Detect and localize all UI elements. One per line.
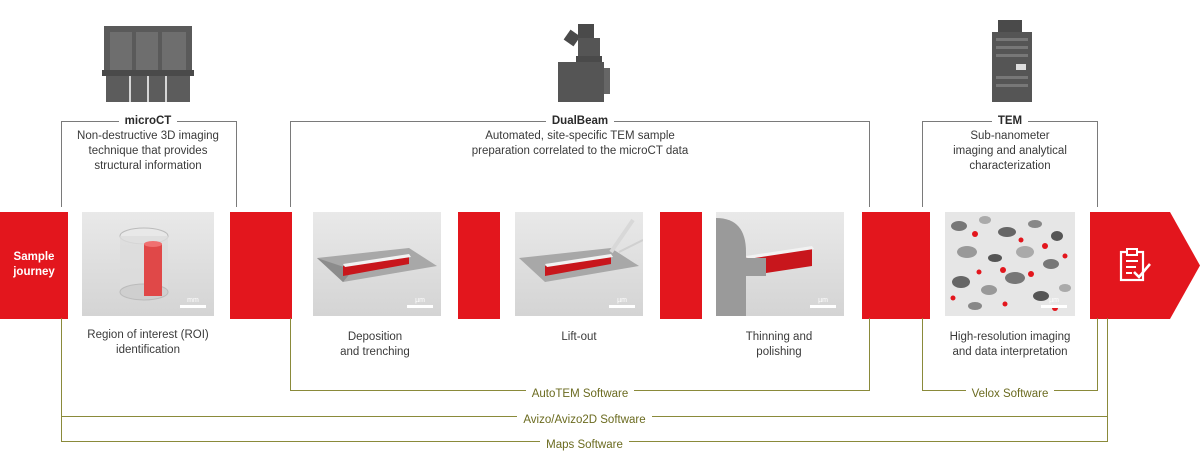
journey-label-line: journey — [13, 266, 55, 278]
step-caption-line: Thinning and — [745, 331, 813, 343]
trench-icon — [317, 248, 437, 282]
step-caption: Thinning and polishing — [704, 330, 854, 360]
step-caption: Lift-out — [504, 330, 654, 345]
step-caption-line: identification — [116, 344, 180, 356]
step-caption-line: Deposition — [347, 331, 403, 343]
step-caption-line: Region of interest (ROI) — [87, 329, 209, 341]
journey-label-line: Sample — [13, 251, 55, 263]
microct-title: microCT — [118, 114, 178, 129]
dualbeam-line: preparation correlated to the microCT da… — [471, 145, 689, 157]
scale-unit: mm — [187, 297, 199, 304]
avizo-label-wrap: Avizo/Avizo2D Software — [61, 410, 1108, 428]
velox-software-label: Velox Software — [965, 388, 1055, 400]
journey-start-segment — [0, 212, 68, 319]
maps-software-label: Maps Software — [540, 439, 629, 451]
scale-unit: µm — [1049, 297, 1059, 304]
step-caption-line: Lift-out — [561, 331, 597, 343]
step-caption-line: polishing — [756, 346, 802, 358]
lift-out-image: µm — [515, 212, 644, 316]
microct-description: microCT Non-destructive 3D imaging techn… — [60, 114, 236, 174]
cylinder-sample-icon — [119, 227, 169, 301]
journey-segment — [862, 212, 930, 319]
tem-line: imaging and analytical — [953, 145, 1067, 157]
thinning-polishing-image: µm — [716, 212, 844, 316]
step-caption: High-resolution imaging and data interpr… — [920, 330, 1100, 360]
deposition-trenching-image: µm — [313, 212, 441, 316]
autotem-software-label: AutoTEM Software — [525, 388, 635, 400]
dualbeam-instrument-icon — [558, 24, 610, 102]
velox-label-wrap: Velox Software — [922, 384, 1098, 402]
scale-bar: µm — [609, 297, 635, 308]
tem-title: TEM — [991, 114, 1029, 129]
scale-unit: µm — [617, 297, 627, 304]
avizo-software-label: Avizo/Avizo2D Software — [517, 414, 652, 426]
microct-instrument-icon — [102, 26, 194, 102]
tem-description: TEM Sub-nanometer imaging and analytical… — [922, 114, 1098, 174]
step-caption-line: and data interpretation — [952, 346, 1068, 358]
scale-unit: µm — [818, 297, 828, 304]
step-caption-line: High-resolution imaging — [949, 331, 1071, 343]
roi-identification-image: mm — [82, 212, 214, 316]
step-caption: Region of interest (ROI) identification — [62, 328, 234, 358]
autotem-label-wrap: AutoTEM Software — [290, 384, 870, 402]
microct-line: structural information — [94, 160, 202, 172]
journey-end-arrow — [1090, 212, 1200, 319]
lamella-icon — [716, 218, 814, 316]
tem-instrument-icon — [992, 20, 1032, 102]
journey-segment — [458, 212, 500, 319]
tem-line: characterization — [969, 160, 1051, 172]
particles-icon — [950, 216, 1071, 311]
scale-unit: µm — [415, 297, 425, 304]
high-resolution-image: µm — [945, 212, 1075, 316]
journey-segment — [230, 212, 292, 319]
lift-out-icon — [519, 218, 644, 282]
scale-bar: mm — [180, 297, 206, 308]
step-caption: Deposition and trenching — [300, 330, 450, 360]
dualbeam-line: Automated, site-specific TEM sample — [485, 130, 675, 142]
scale-bar: µm — [407, 297, 433, 308]
step-caption-line: and trenching — [340, 346, 410, 358]
journey-segment — [660, 212, 702, 319]
microct-line: technique that provides — [88, 145, 208, 157]
maps-label-wrap: Maps Software — [61, 435, 1108, 453]
journey-label: Sample journey — [0, 250, 68, 280]
dualbeam-description: DualBeam Automated, site-specific TEM sa… — [430, 114, 730, 159]
dualbeam-title: DualBeam — [545, 114, 615, 129]
scale-bar: µm — [1041, 297, 1067, 308]
tem-line: Sub-nanometer — [970, 130, 1050, 142]
microct-line: Non-destructive 3D imaging — [77, 130, 219, 142]
scale-bar: µm — [810, 297, 836, 308]
checklist-icon — [1119, 248, 1151, 282]
